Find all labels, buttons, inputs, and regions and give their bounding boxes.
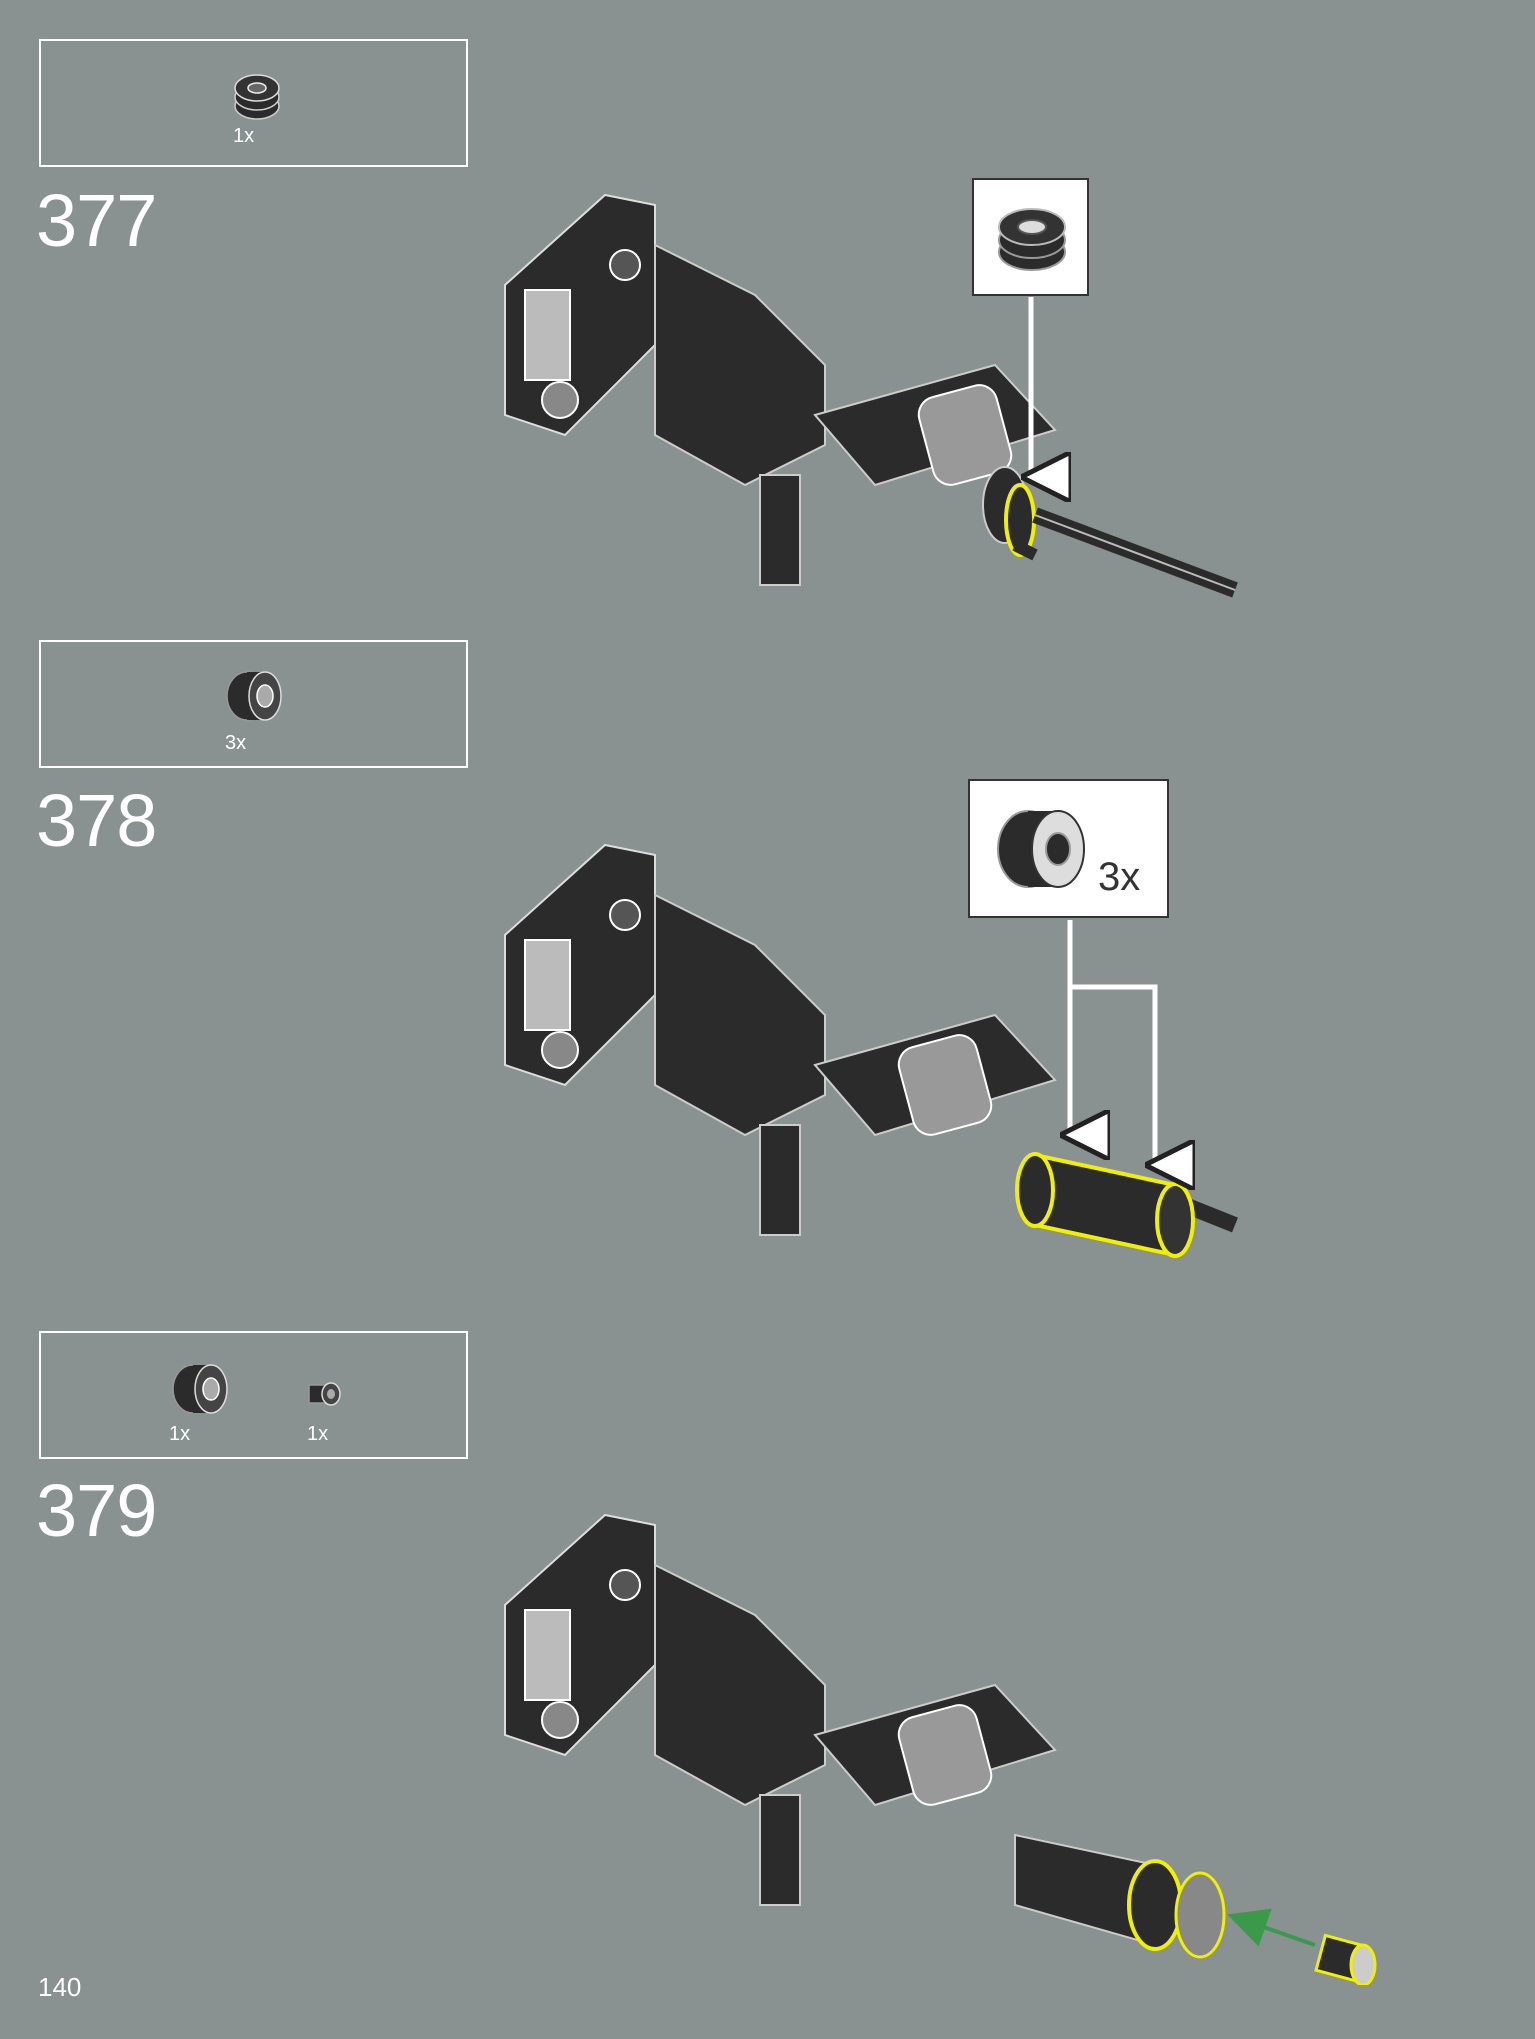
- wheel-hub-icon: [172, 1364, 228, 1414]
- bearing-ring-icon: [234, 74, 280, 120]
- callout-box-378: 3x: [968, 779, 1169, 918]
- callout-quantity: 3x: [1098, 855, 1141, 899]
- assembly-model-378: [504, 843, 1238, 1258]
- part-quantity: 3x: [225, 732, 247, 754]
- part-quantity: 1x: [307, 1423, 329, 1445]
- wheel-hub-icon: [226, 671, 282, 721]
- bearing-ring-icon: [998, 208, 1066, 271]
- wheel-hub-icon: [997, 810, 1085, 888]
- axle-connector-icon: [308, 1382, 341, 1406]
- step-number: 377: [36, 179, 157, 262]
- callout-box-377: [972, 178, 1089, 296]
- step-number: 379: [36, 1469, 157, 1552]
- step-number: 378: [36, 779, 157, 862]
- page-number: 140: [38, 1972, 82, 2002]
- assembly-model-377: [504, 193, 1238, 598]
- parts-list-379: 1x 1x: [39, 1331, 468, 1459]
- parts-list-377: 1x: [39, 39, 468, 167]
- assembly-model-379: [504, 1513, 1377, 1985]
- parts-list-378: 3x: [39, 640, 468, 768]
- part-quantity: 1x: [233, 125, 255, 147]
- part-quantity: 1x: [169, 1423, 191, 1445]
